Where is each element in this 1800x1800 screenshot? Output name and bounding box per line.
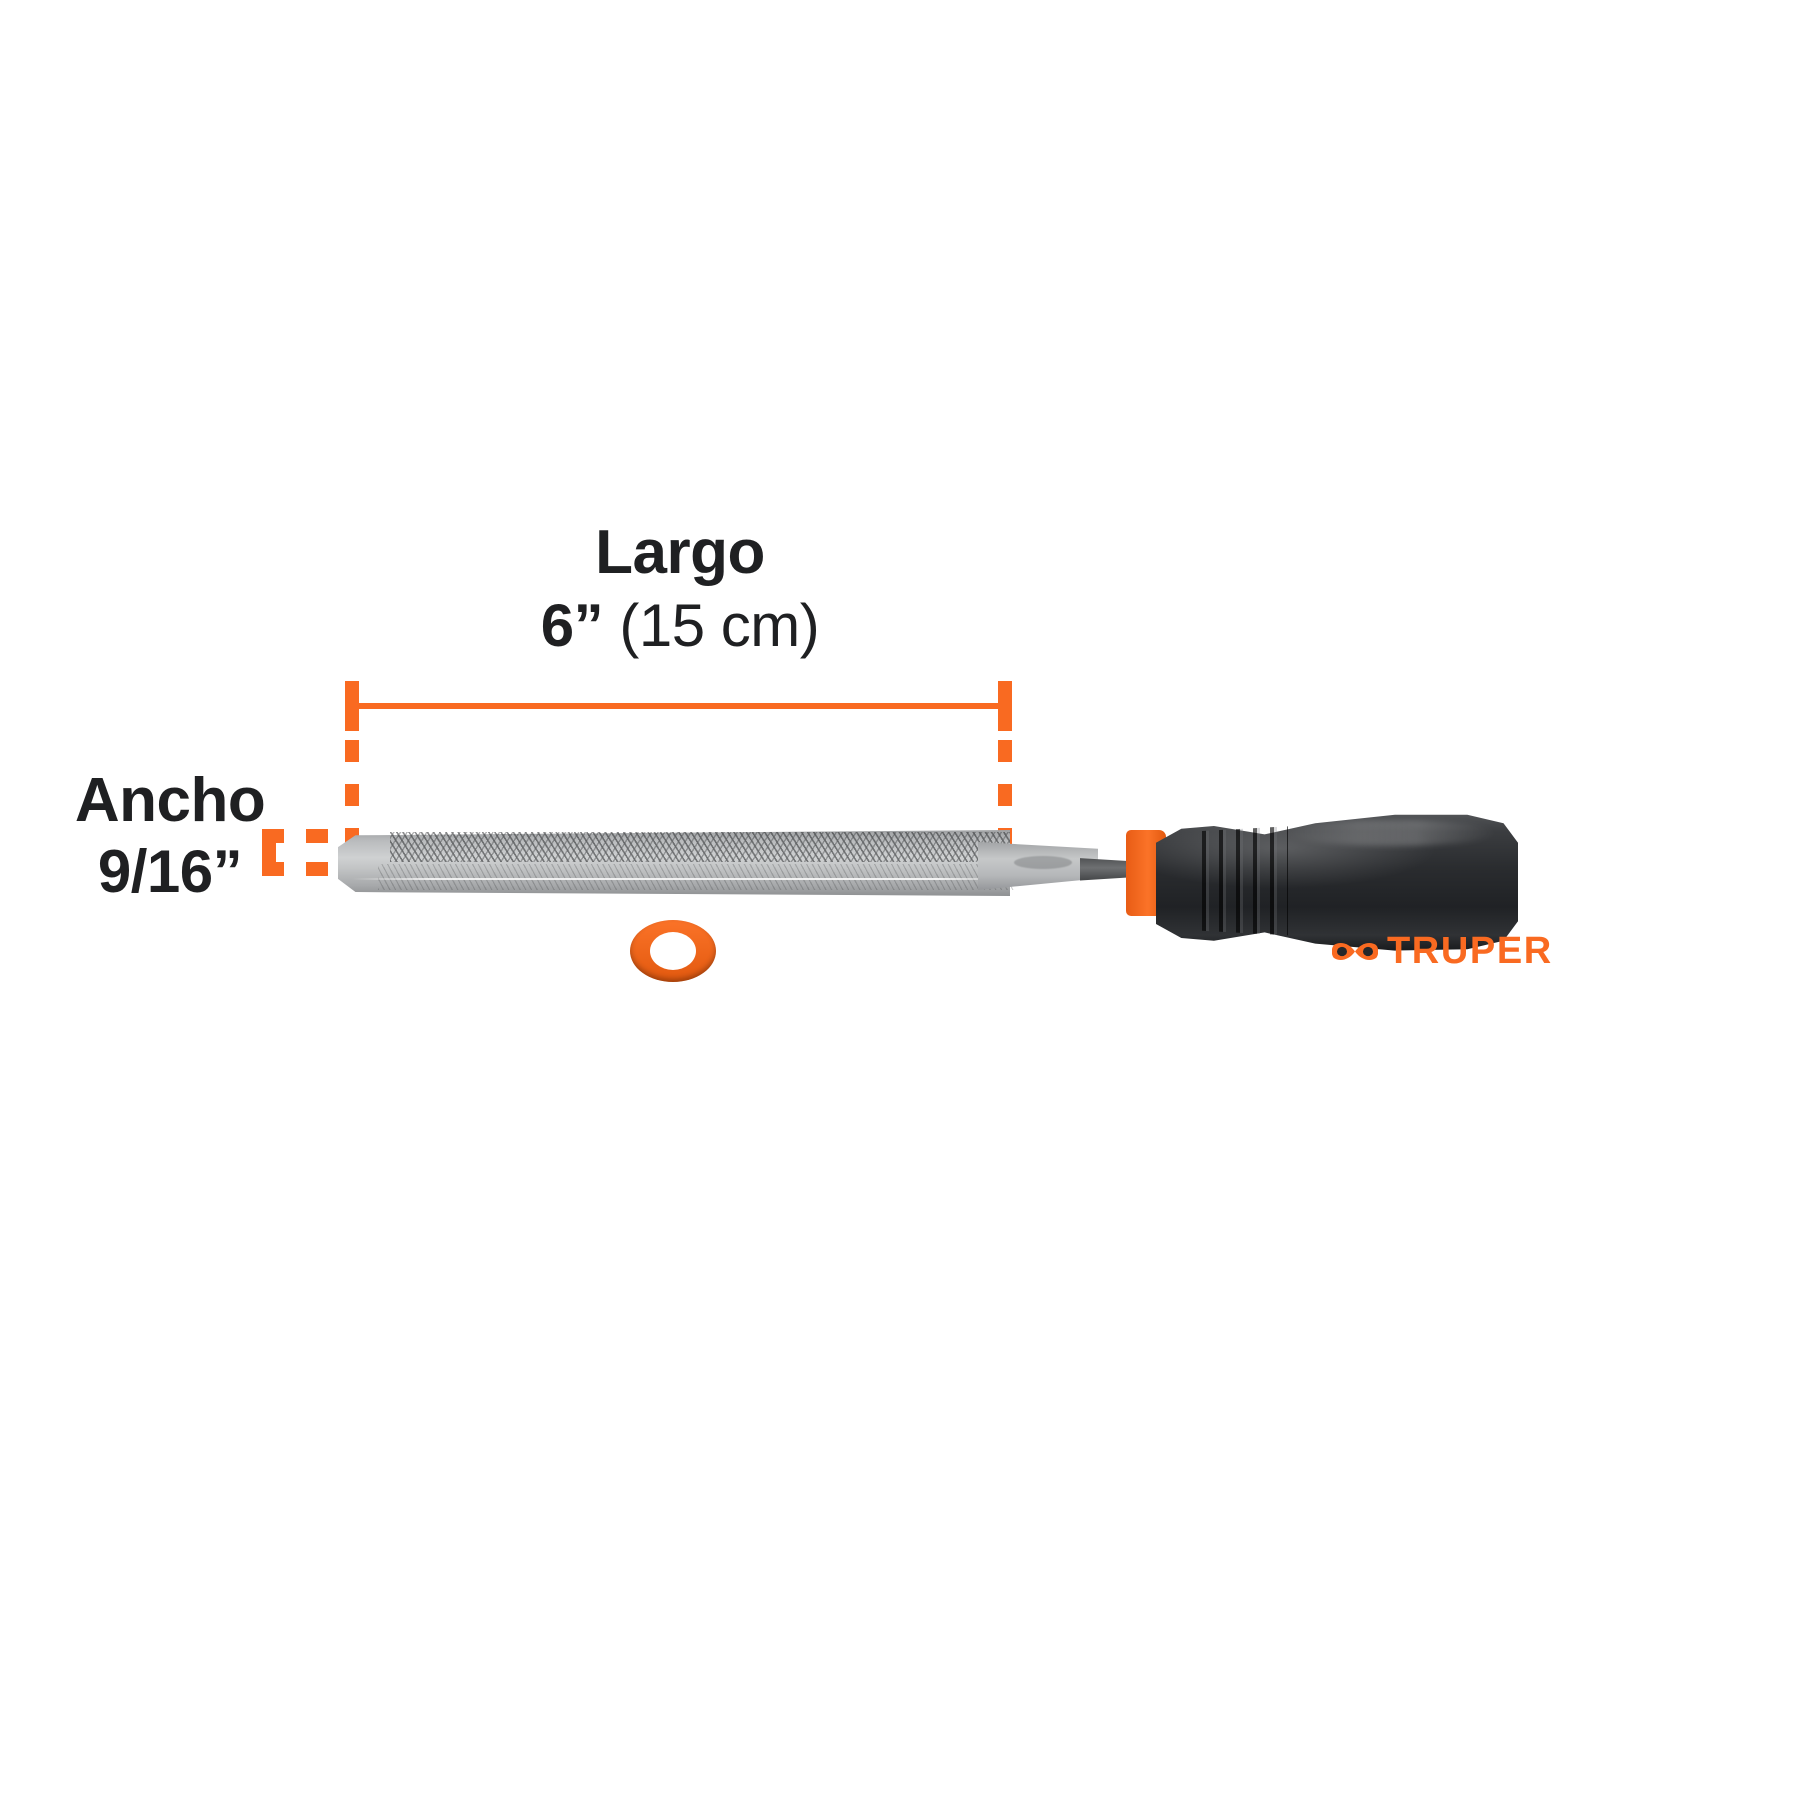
handle-highlight <box>1286 820 1496 846</box>
width-label-title: Ancho <box>74 766 266 835</box>
file-shank <box>1080 858 1140 881</box>
width-extension-line-bottom <box>262 862 358 876</box>
length-value-metric: (15 cm) <box>619 591 820 659</box>
length-label-value: 6” (15 cm) <box>460 591 900 659</box>
finger-grip-ridges <box>1202 826 1288 936</box>
blade-teeth-texture-top <box>390 832 1010 862</box>
truper-wordmark: TRUPER <box>1387 930 1553 972</box>
length-label-title: Largo <box>595 518 765 587</box>
hang-hole-opening <box>650 932 696 970</box>
length-tick-right <box>998 681 1012 731</box>
length-extension-line-left <box>345 740 359 845</box>
width-label-block: Ancho 9/16” <box>40 768 300 903</box>
length-extension-line-right <box>998 740 1012 852</box>
blade-edge-highlight <box>352 878 1018 880</box>
length-value-imperial: 6” <box>540 591 604 659</box>
length-dimension-bar <box>345 703 1012 709</box>
length-tick-left <box>345 681 359 731</box>
width-value-imperial: 9/16” <box>97 837 243 905</box>
handle: TRUPER <box>1156 812 1551 970</box>
blade-stamp-marking <box>1014 856 1072 869</box>
truper-brand-lockup: TRUPER <box>1332 932 1553 970</box>
truper-bowtie-icon <box>1332 942 1378 960</box>
length-dimension-line <box>345 681 1012 731</box>
file-tool: TRUPER <box>338 812 1551 982</box>
blade-teeth-texture-bottom <box>378 864 1014 890</box>
length-label-block: Largo 6” (15 cm) <box>460 520 900 657</box>
width-extension-line-top <box>262 829 358 843</box>
